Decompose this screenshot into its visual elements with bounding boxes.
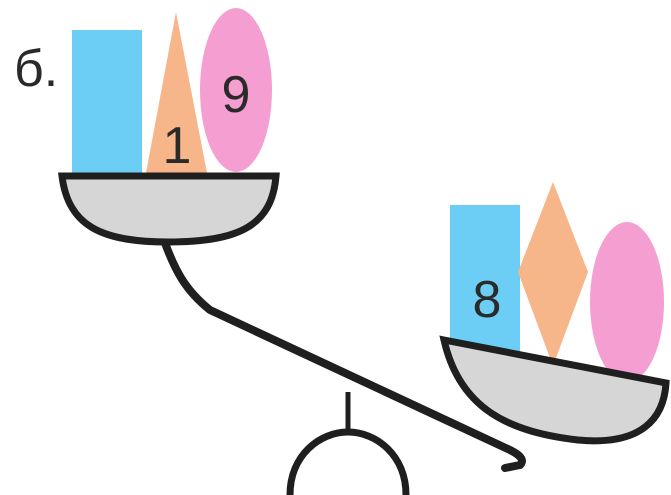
right-pan: 8 <box>444 182 666 441</box>
right-rhombus <box>518 182 588 366</box>
problem-label: б. <box>14 40 58 98</box>
left-pan: 1 9 <box>62 8 276 242</box>
left-square <box>72 30 142 173</box>
left-triangle-label: 1 <box>163 117 192 175</box>
right-square-label: 8 <box>473 271 502 329</box>
scale-base <box>290 432 406 495</box>
left-circle-label: 9 <box>222 66 251 124</box>
left-pan-bowl <box>62 176 276 242</box>
right-circle <box>590 222 664 382</box>
